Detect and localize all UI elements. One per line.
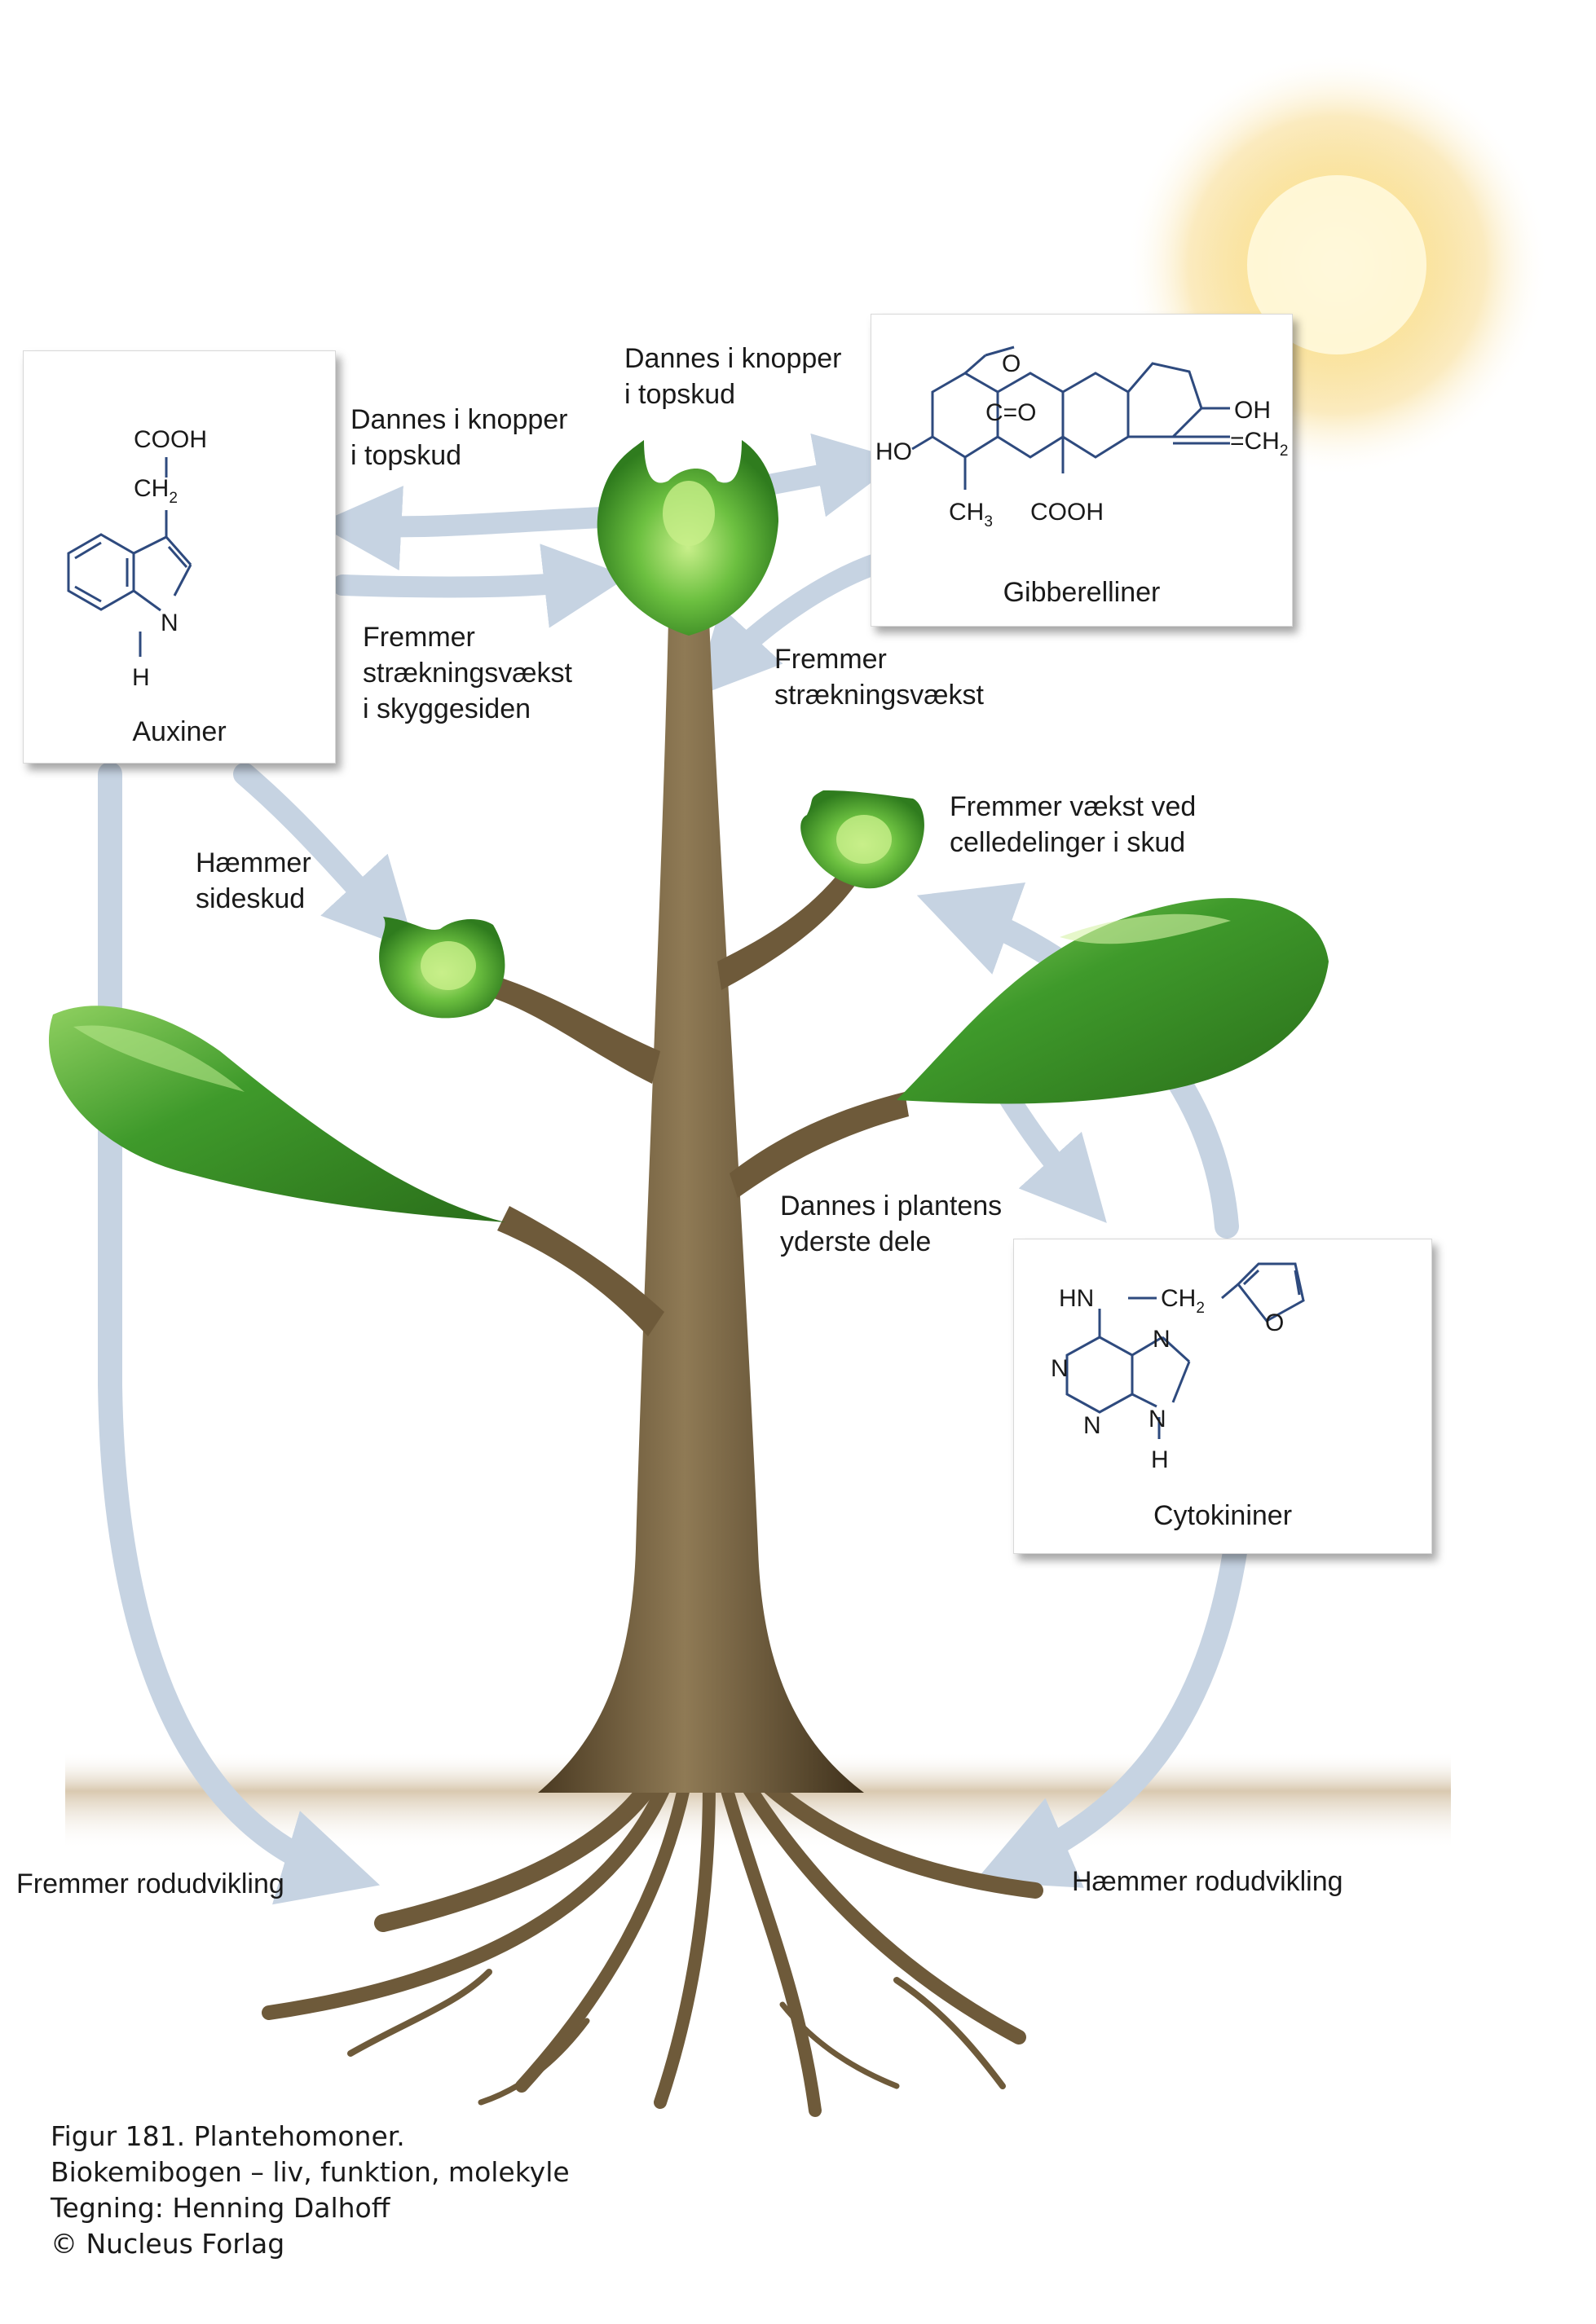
label-line: Fremmer [774, 644, 887, 675]
auxiner-name: Auxiner [132, 716, 227, 747]
branch-leaf-left [497, 1206, 664, 1336]
gib-ho: HO [875, 438, 912, 465]
gib-cooh: COOH [1030, 499, 1104, 526]
label-line: Dannes i knopper [624, 343, 842, 374]
auxin-ch2: CH2 [134, 475, 178, 507]
cyto-ch2: CH2 [1161, 1285, 1205, 1317]
leaf-right [897, 898, 1329, 1104]
label-inhibit-root: Hæmmer rodudvikling [1072, 1866, 1343, 1897]
gib-ch2: =CH2 [1230, 428, 1288, 460]
cyto-n1: N [1051, 1355, 1069, 1382]
label-auxin-formed: Dannes i knopper i topskud [351, 402, 568, 473]
branch-leaf-right [730, 1092, 909, 1198]
label-line: Fremmer vækst ved [950, 791, 1197, 822]
branch-right [717, 872, 856, 990]
gib-ch3: CH3 [949, 499, 993, 530]
stem [538, 619, 864, 1793]
caption-line: Biokemibogen – liv, funktion, molekyle [51, 2156, 570, 2188]
auxin-h: H [132, 664, 150, 691]
roots [262, 1759, 1043, 2117]
figure-caption: Figur 181. Plantehomoner. Biokemibogen –… [51, 2119, 570, 2262]
bud-side-right [800, 790, 924, 889]
label-line: yderste dele [780, 1226, 932, 1257]
arrow-auxin-side [233, 763, 417, 952]
auxiner-box: COOH CH2 N H Auxiner [23, 350, 336, 764]
label-gib-stretch: Fremmer strækningsvækst [774, 641, 984, 713]
bud-top [597, 440, 778, 636]
cyto-o: O [1265, 1309, 1284, 1336]
label-line: Dannes i knopper [351, 404, 568, 435]
caption-line: Figur 181. Plantehomoner. [51, 2120, 405, 2152]
cytokinin-molecule: HN CH2 O N N N N H [1051, 1262, 1305, 1473]
label-line: Dannes i plantens [780, 1191, 1003, 1221]
gib-co: C=O [985, 399, 1037, 426]
arrow-cyto-root [974, 1540, 1247, 1888]
cyto-n3: N [1153, 1326, 1171, 1353]
label-inhibit-side: Hæmmer sideskud [196, 845, 311, 917]
label-line: Fremmer [363, 622, 475, 653]
auxin-cooh: COOH [134, 426, 207, 453]
cyto-n2: N [1083, 1412, 1101, 1439]
gibberelliner-name: Gibberelliner [1003, 577, 1161, 608]
gibberellin-molecule: O C=O HO OH CH3 COOH =CH2 [875, 346, 1288, 530]
leaf-left-highlight [73, 1025, 245, 1092]
sun-core [1247, 175, 1426, 354]
arrow-auxin-formed [316, 486, 614, 571]
caption-line: Tegning: Henning Dalhoff [51, 2192, 390, 2224]
leaf-right-highlight [1060, 913, 1231, 944]
label-promote-root: Fremmer rodudvikling [16, 1868, 284, 1899]
arrow-auxin-root [98, 762, 381, 1905]
cytokininer-name: Cytokininer [1153, 1500, 1293, 1531]
label-cyto-growth: Fremmer vækst ved celledelinger i skud [950, 789, 1196, 860]
gib-o-top: O [1002, 350, 1021, 377]
gibberelliner-box: O C=O HO OH CH3 COOH =CH2 Gibberelliner [871, 314, 1293, 627]
bud-side-left [379, 917, 505, 1019]
label-line: celledelinger i skud [950, 827, 1186, 858]
label-cyto-formed: Dannes i plantens yderste dele [780, 1188, 1002, 1260]
label-line: sideskud [196, 883, 306, 914]
arrow-auxin-stretch [332, 544, 629, 628]
branch-left [481, 974, 660, 1084]
cyto-n4: N [1149, 1406, 1166, 1433]
label-line: strækningsvækst [363, 658, 572, 689]
label-line: i topskud [624, 379, 736, 410]
cyto-hn: HN [1059, 1285, 1094, 1312]
label-line: i topskud [351, 440, 462, 471]
caption-line: © Nucleus Forlag [51, 2228, 285, 2260]
auxin-n: N [161, 610, 179, 636]
cytokininer-box: HN CH2 O N N N N H Cytokininer [1013, 1239, 1432, 1554]
cyto-h: H [1151, 1446, 1169, 1473]
arrow-gib-stretch [694, 552, 891, 698]
label-line: Hæmmer [196, 847, 311, 878]
label-auxin-stretch: Fremmer strækningsvækst i skyggesiden [363, 619, 572, 727]
label-gib-formed: Dannes i knopper i topskud [624, 341, 842, 412]
label-line: i skyggesiden [363, 693, 531, 724]
gib-oh: OH [1234, 397, 1271, 424]
auxin-molecule: COOH CH2 N H [67, 426, 207, 691]
label-line: strækningsvækst [774, 680, 984, 711]
